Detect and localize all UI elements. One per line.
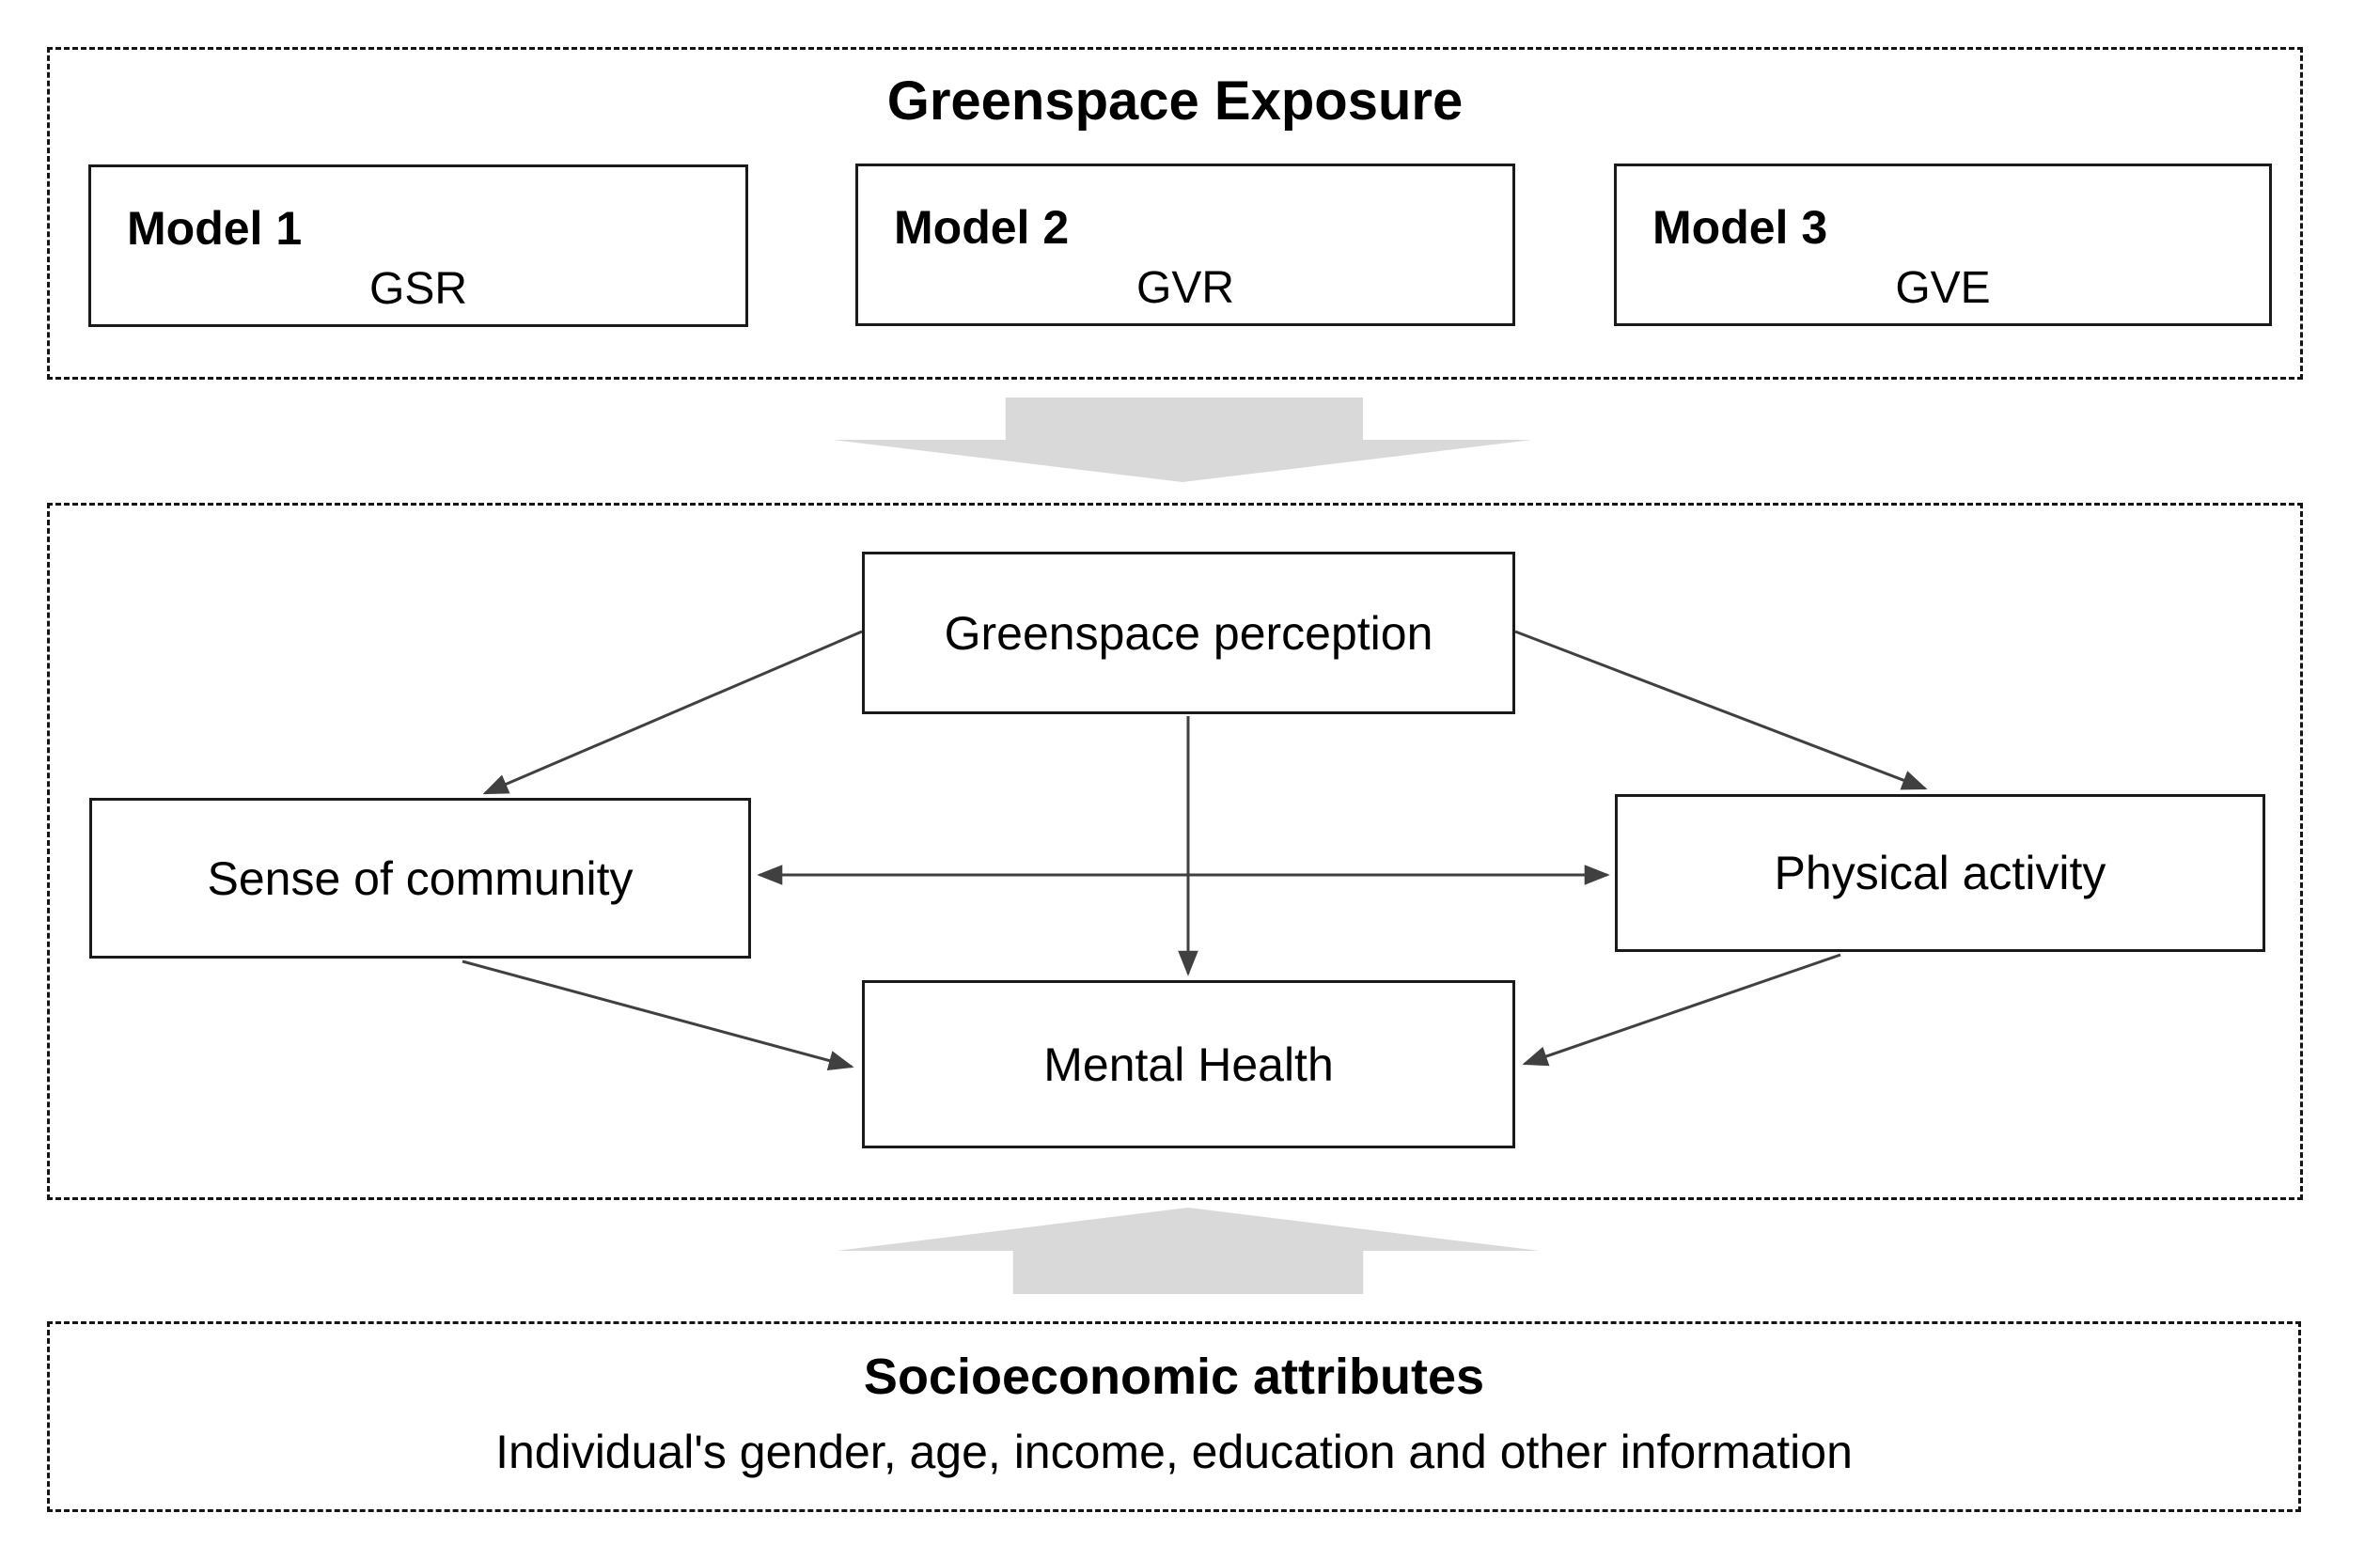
socioeconomic-title: Socioeconomic attributes <box>863 1349 1485 1405</box>
sense-of-community-node: Sense of community <box>89 798 751 959</box>
model-1-name: Model 1 <box>127 202 303 255</box>
model-1-box: Model 1 GSR <box>88 164 748 327</box>
greenspace-exposure-title: Greenspace Exposure <box>886 70 1464 132</box>
physical-activity-node: Physical activity <box>1615 794 2265 952</box>
model-3-value: GVE <box>1895 263 1991 313</box>
greenspace-exposure-section <box>47 47 2303 380</box>
up-block-arrow-icon <box>837 1208 1540 1294</box>
socioeconomic-content: Socioeconomic attributes Individual's ge… <box>47 1321 2301 1512</box>
model-2-box: Model 2 GVR <box>855 164 1515 326</box>
model-3-box: Model 3 GVE <box>1614 164 2272 326</box>
down-block-arrow-icon <box>833 398 1532 482</box>
socioeconomic-subtitle: Individual's gender, age, income, educat… <box>495 1426 1853 1478</box>
model-2-value: GVR <box>1135 263 1234 313</box>
model-2-name: Model 2 <box>894 201 1070 254</box>
path-model-section <box>47 503 2303 1200</box>
model-3-name: Model 3 <box>1652 201 1828 254</box>
mental-health-node: Mental Health <box>862 980 1515 1148</box>
model-1-value: GSR <box>368 264 467 314</box>
greenspace-perception-node: Greenspace perception <box>862 552 1515 714</box>
socioeconomic-section <box>47 1321 2301 1512</box>
